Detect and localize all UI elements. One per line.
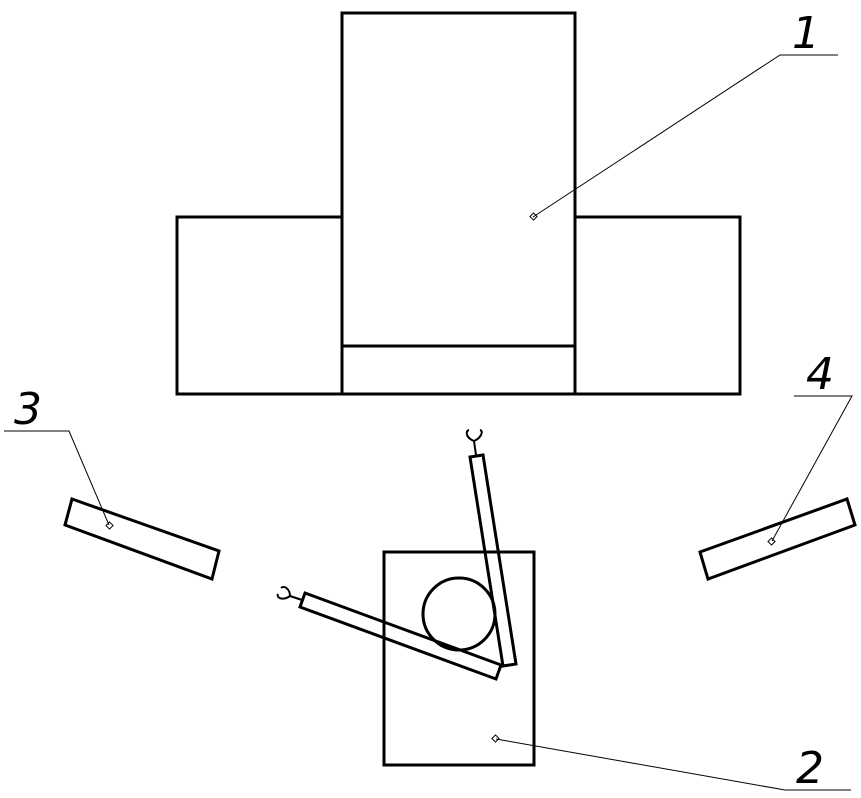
part-2-marker — [491, 734, 500, 743]
side-block-right — [573, 215, 742, 396]
leader-lines — [4, 54, 853, 791]
callout-2: 2 — [796, 743, 824, 794]
base-block — [382, 550, 536, 767]
part-1-assembly — [175, 11, 742, 396]
part-3-marker — [105, 521, 114, 530]
callout-1: 1 — [792, 8, 820, 59]
arm-diagonal — [298, 591, 503, 681]
leader-4 — [771, 395, 853, 542]
bar-right — [698, 497, 857, 581]
hook-top-icon — [465, 429, 483, 456]
part-1-marker — [529, 212, 538, 221]
part-2-assembly — [276, 429, 536, 767]
leader-3 — [4, 430, 110, 526]
arm-vertical — [468, 453, 518, 668]
leader-1 — [532, 54, 838, 218]
central-block — [340, 11, 577, 396]
part-4-marker — [767, 537, 776, 546]
bar-left — [63, 497, 221, 581]
hook-left-icon — [276, 586, 303, 601]
side-block-left — [175, 215, 344, 396]
part-3-bar — [63, 497, 221, 581]
part-4-bar — [698, 497, 857, 581]
callout-3: 3 — [14, 384, 42, 435]
leader-2 — [495, 738, 851, 791]
callout-4: 4 — [806, 349, 834, 400]
